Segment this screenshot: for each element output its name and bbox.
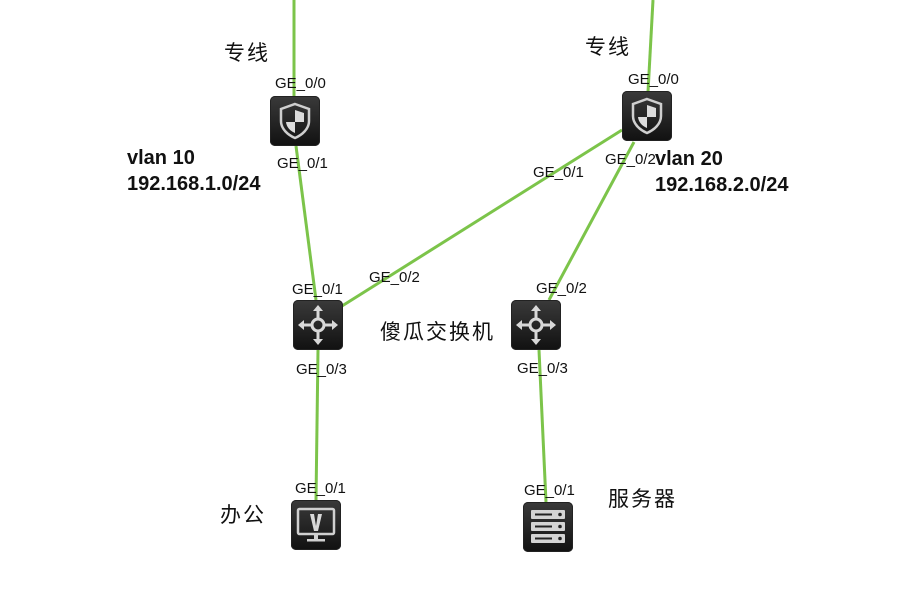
firewall-1[interactable]	[270, 96, 320, 146]
link-fw1-sw1	[294, 145, 318, 301]
link-uplink-fw2	[646, 0, 655, 93]
link-sw2-srv	[537, 349, 548, 503]
link-fw2-sw1	[341, 128, 623, 308]
switch-arrows-icon	[516, 305, 556, 345]
fw1-port-ge01: GE_0/1	[277, 155, 328, 172]
srv-port-ge01: GE_0/1	[524, 482, 575, 499]
vlan10-label: vlan 10 192.168.1.0/24	[127, 145, 260, 197]
firewall-2[interactable]	[622, 91, 672, 141]
switch-2[interactable]	[511, 300, 561, 350]
shield-icon	[279, 102, 311, 140]
link-fw2-sw2	[547, 141, 636, 301]
sw1-port-ge02: GE_0/2	[369, 269, 420, 286]
vlan20-name: vlan 20	[655, 148, 723, 170]
server-rack-icon	[531, 510, 565, 543]
sw1-port-ge01: GE_0/1	[292, 281, 343, 298]
server[interactable]	[523, 502, 573, 552]
vlan20-label: vlan 20 192.168.2.0/24	[655, 146, 788, 198]
monitor-icon	[296, 507, 336, 542]
switch-group-label: 傻瓜交换机	[380, 320, 495, 344]
server-label: 服务器	[608, 487, 677, 511]
pc-port-ge01: GE_0/1	[295, 480, 346, 497]
sw1-port-ge03: GE_0/3	[296, 361, 347, 378]
shield-icon	[631, 97, 663, 135]
vlan10-name: vlan 10	[127, 147, 195, 169]
fw2-port-ge00: GE_0/0	[628, 71, 679, 88]
sw2-port-ge02: GE_0/2	[536, 280, 587, 297]
fw2-label: 专线	[585, 35, 631, 59]
fw1-port-ge00: GE_0/0	[275, 75, 326, 92]
fw1-label: 专线	[224, 41, 270, 65]
switch-arrows-icon	[298, 305, 338, 345]
vlan10-subnet: 192.168.1.0/24	[127, 173, 261, 195]
pc-label: 办公	[220, 503, 266, 527]
fw2-port-ge02: GE_0/2	[605, 151, 656, 168]
link-sw1-pc	[314, 349, 320, 501]
sw2-port-ge03: GE_0/3	[517, 360, 568, 377]
fw2-port-ge01: GE_0/1	[533, 164, 584, 181]
vlan20-subnet: 192.168.2.0/24	[655, 174, 789, 196]
pc-office[interactable]	[291, 500, 341, 550]
switch-1[interactable]	[293, 300, 343, 350]
